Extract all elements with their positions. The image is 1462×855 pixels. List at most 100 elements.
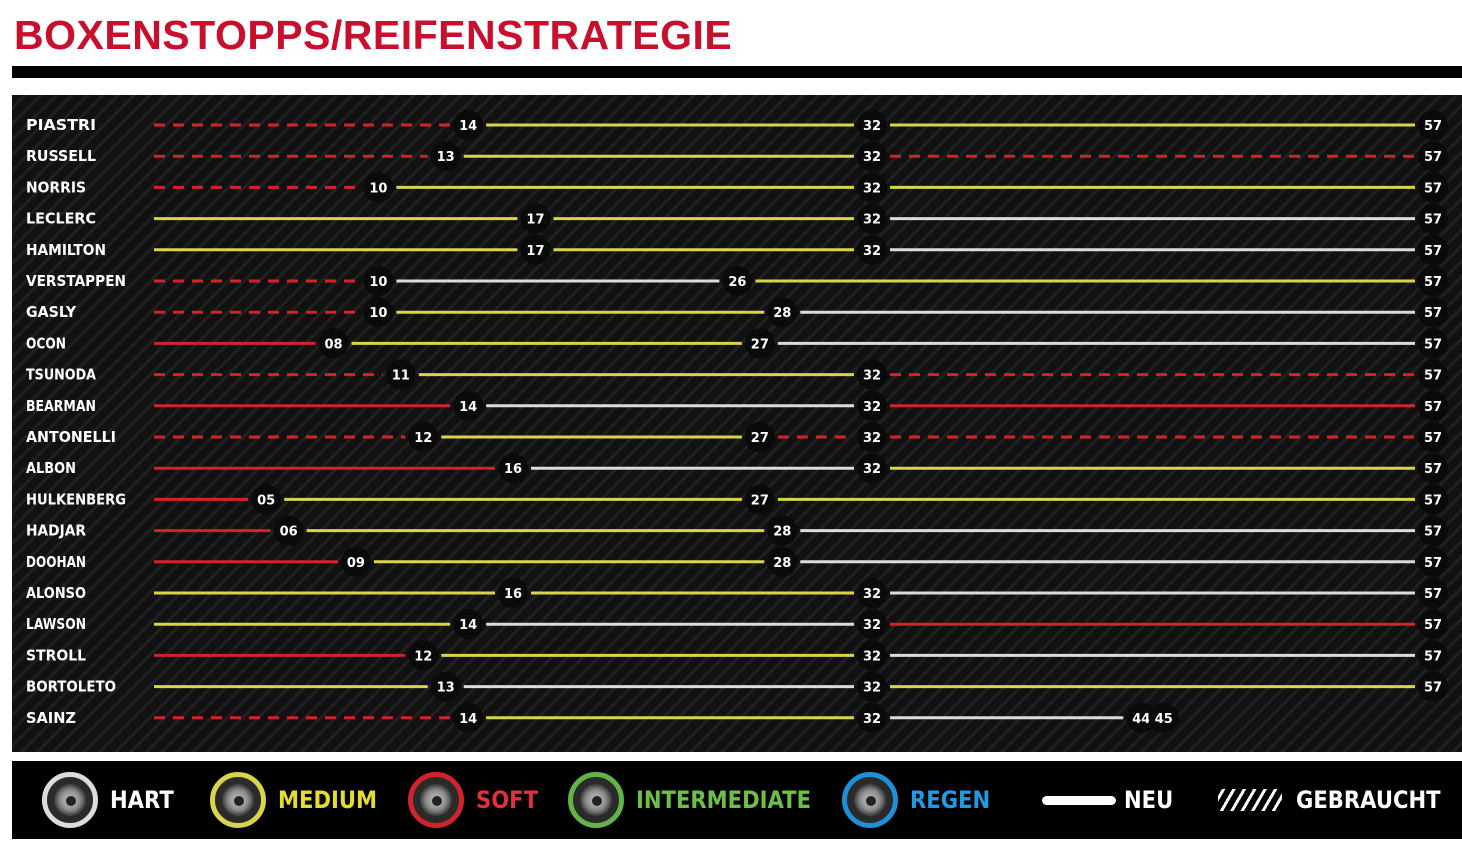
stop-lap-label: 32: [863, 462, 881, 477]
stop-marker: [1418, 390, 1448, 421]
stop-marker: [1418, 328, 1448, 359]
stop-lap-label: 17: [526, 244, 544, 259]
stop-lap-label: 57: [1424, 587, 1442, 602]
stop-marker: [340, 546, 371, 577]
driver-name: BORTOLETO: [26, 678, 116, 696]
stop-marker: [1418, 484, 1448, 515]
driver-name: ALONSO: [26, 584, 86, 602]
stop-marker: [857, 578, 888, 608]
driver-name: HADJAR: [26, 522, 86, 540]
stop-marker: [363, 297, 394, 328]
stop-lap-label: 57: [1424, 181, 1442, 196]
stop-marker: [385, 359, 416, 390]
stop-lap-label: 11: [392, 369, 410, 384]
intermediate-tyre-icon: [568, 772, 624, 828]
stop-lap-label: 57: [1424, 681, 1442, 696]
legend: HART MEDIUM SOFT INTERMEDIATE REGEN NEU …: [12, 761, 1462, 839]
stop-lap-label: 14: [459, 712, 477, 727]
stop-marker: [1418, 578, 1448, 608]
stop-lap-label: 08: [324, 337, 342, 352]
soft-tyre-icon: [408, 772, 464, 828]
legend-item-soft: SOFT: [408, 761, 546, 839]
stop-marker: [767, 546, 798, 577]
stop-marker: [408, 640, 439, 671]
legend-label-hard: HART: [110, 786, 174, 814]
legend-label-used: GEBRAUCHT: [1296, 786, 1441, 814]
stop-lap-label: 12: [414, 431, 432, 446]
stop-marker: [857, 359, 888, 390]
stop-marker: [857, 702, 888, 733]
stop-marker: [408, 422, 439, 452]
stop-marker: [318, 328, 349, 359]
stop-marker: [767, 515, 798, 546]
stop-marker: [744, 484, 775, 515]
stop-lap-label: 57: [1424, 244, 1442, 259]
stop-lap-label: 16: [504, 587, 522, 602]
stop-lap-label: 05: [257, 493, 275, 508]
stop-lap-label: 09: [347, 556, 365, 571]
legend-label-intermediate: INTERMEDIATE: [636, 786, 812, 814]
hard-tyre-icon: [42, 772, 98, 828]
stop-marker: [1418, 422, 1448, 452]
stop-marker: [1418, 141, 1448, 172]
stop-marker: [1418, 266, 1448, 296]
legend-item-medium: MEDIUM: [210, 761, 391, 839]
stop-marker: [1418, 640, 1448, 671]
solid-line-icon: [1042, 795, 1116, 805]
stop-marker: [498, 453, 529, 484]
stop-lap-label: 57: [1424, 369, 1442, 384]
stop-lap-label: 27: [751, 337, 769, 352]
driver-name: VERSTAPPEN: [26, 272, 126, 290]
stop-lap-label: 28: [773, 556, 791, 571]
chart-title: BOXENSTOPPS/REIFENSTRATEGIE: [14, 12, 733, 58]
stop-lap-label: 13: [437, 150, 455, 165]
stop-lap-label: 32: [863, 181, 881, 196]
stop-marker: [857, 141, 888, 172]
stop-marker: [857, 234, 888, 265]
stop-lap-label: 45: [1155, 712, 1173, 727]
stop-lap-label: 57: [1424, 462, 1442, 477]
stop-marker: [498, 578, 529, 608]
stop-lap-label: 32: [863, 150, 881, 165]
stop-marker: [1418, 609, 1448, 640]
stop-lap-label: 57: [1424, 525, 1442, 540]
stop-lap-label: 57: [1424, 306, 1442, 321]
stop-lap-label: 26: [728, 275, 746, 290]
driver-name: TSUNODA: [26, 366, 96, 384]
legend-item-used: GEBRAUCHT: [1218, 761, 1460, 839]
stop-marker: [857, 390, 888, 421]
stop-lap-label: 10: [369, 306, 387, 321]
stop-lap-label: 57: [1424, 150, 1442, 165]
driver-name: NORRIS: [26, 178, 86, 196]
stop-marker: [722, 266, 753, 296]
stop-marker: [857, 422, 888, 452]
stop-marker: [857, 609, 888, 640]
stop-lap-label: 27: [751, 431, 769, 446]
legend-item-wet: REGEN: [842, 761, 1001, 839]
stop-lap-label: 57: [1424, 275, 1442, 290]
driver-name: SAINZ: [26, 709, 76, 727]
stop-marker: [453, 390, 484, 421]
hatched-line-icon: [1218, 789, 1282, 811]
wet-tyre-icon: [842, 772, 898, 828]
stop-lap-label: 32: [863, 369, 881, 384]
stop-marker: [1418, 515, 1448, 546]
stop-lap-label: 13: [437, 681, 455, 696]
medium-tyre-icon: [210, 772, 266, 828]
title-underline: [12, 66, 1462, 78]
stop-lap-label: 57: [1424, 119, 1442, 134]
legend-label-soft: SOFT: [476, 786, 538, 814]
driver-name: LAWSON: [26, 615, 86, 633]
